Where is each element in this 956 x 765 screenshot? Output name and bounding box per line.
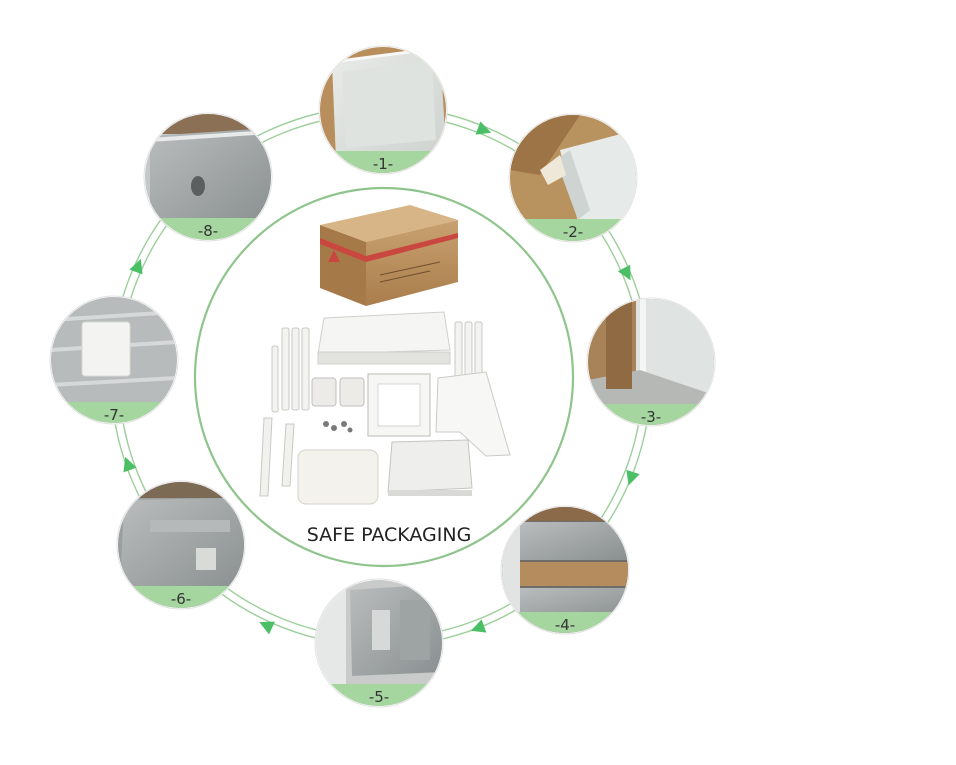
step-5-label: -5- — [369, 688, 389, 706]
step-5-photo: -5- — [314, 578, 444, 708]
leg-tubes-right — [454, 321, 483, 381]
step-2-label: -2- — [563, 223, 583, 241]
step-6-label: -6- — [171, 590, 191, 608]
shipping-box — [320, 205, 458, 306]
side-panel-part — [435, 371, 511, 457]
step-1-label: -1- — [373, 155, 393, 173]
bracket-parts — [311, 377, 365, 407]
step-2-photo: -2- — [508, 113, 638, 243]
center-title: SAFE PACKAGING — [307, 524, 472, 546]
desk-top-part — [317, 311, 451, 365]
base-plate-part — [387, 439, 473, 496]
step-7-photo: -7- — [49, 295, 179, 425]
arrow-icon — [470, 619, 487, 633]
frame-part — [367, 373, 431, 437]
step-1-photo: -1- — [318, 45, 448, 175]
screws — [323, 421, 353, 433]
flow-arrows — [123, 121, 640, 635]
arrow-icon — [129, 258, 143, 275]
product-parts-illustration — [259, 205, 511, 505]
strip-parts — [259, 417, 295, 497]
step-4-label: -4- — [555, 616, 575, 634]
arrow-icon — [259, 621, 275, 635]
cushion-part — [297, 449, 379, 505]
arrow-icon — [475, 121, 492, 135]
step-4-photo: -4- — [500, 505, 630, 635]
step-3-photo: -3- — [586, 297, 716, 427]
step-8-photo: -8- — [143, 112, 273, 242]
step-6-photo: -6- — [116, 480, 246, 610]
arrow-icon — [617, 264, 631, 281]
arrow-icon — [123, 456, 137, 473]
step-7-label: -7- — [104, 406, 124, 424]
step-3-label: -3- — [641, 408, 661, 426]
step-8-label: -8- — [198, 222, 218, 240]
leg-tubes-left — [271, 327, 310, 413]
arrow-icon — [626, 469, 640, 486]
